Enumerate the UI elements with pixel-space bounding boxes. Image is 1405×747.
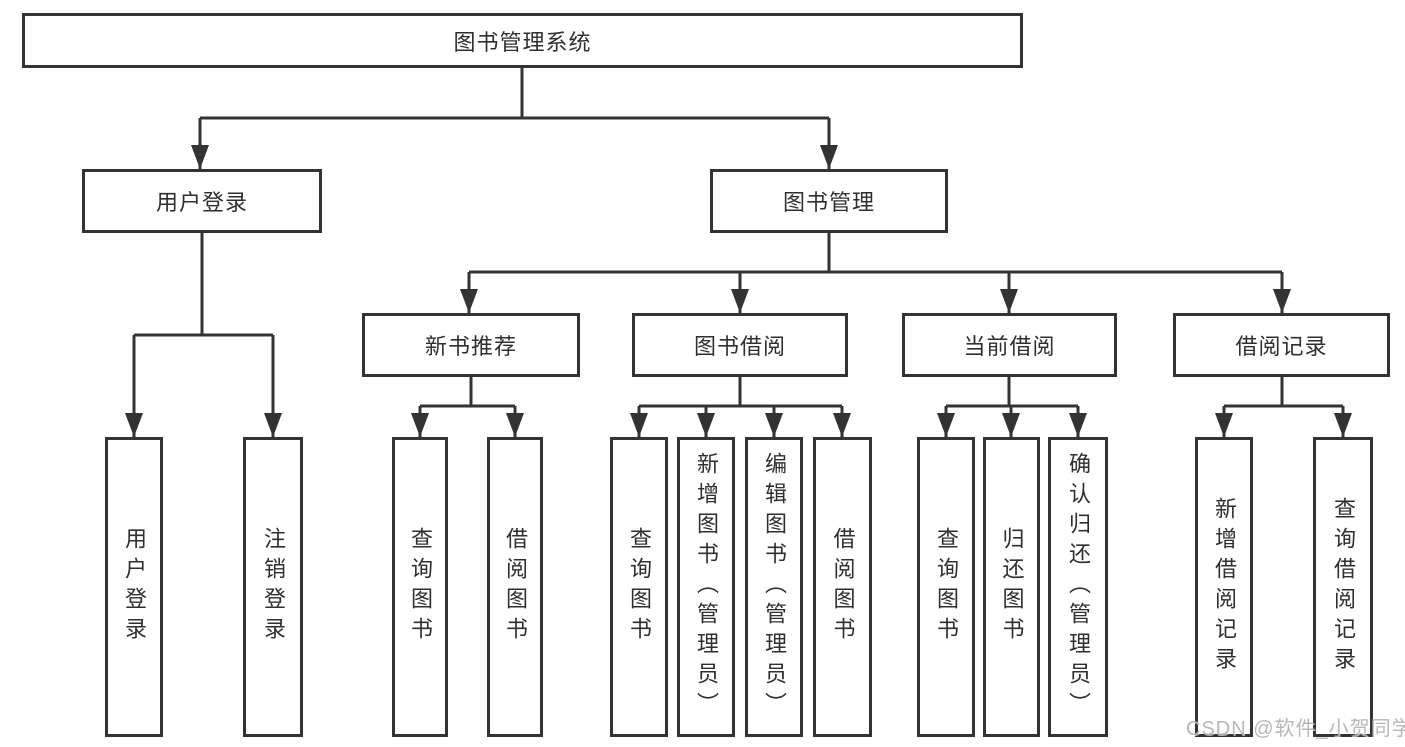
watermark-text: CSDN @软件_小贺同学 <box>1186 718 1405 740</box>
leaf-borrow-books-borrowing-label: 借阅图书 <box>830 527 856 647</box>
leaf-add-borrowing-record: 新增借阅记录 <box>1195 437 1253 737</box>
node-borrowing-records-label: 借阅记录 <box>1235 334 1328 359</box>
node-book-management: 图书管理 <box>710 169 948 233</box>
leaf-query-books-borrowing: 查询图书 <box>610 437 668 737</box>
leaf-query-borrowing-record-label: 查询借阅记录 <box>1331 497 1356 677</box>
node-book-borrowing: 图书借阅 <box>632 313 848 377</box>
leaf-add-borrowing-record-label: 新增借阅记录 <box>1212 497 1237 677</box>
leaf-borrow-books-recommend: 借阅图书 <box>487 437 543 737</box>
leaf-query-books-borrowing-label: 查询图书 <box>627 527 652 647</box>
leaf-borrow-books-borrowing: 借阅图书 <box>813 437 872 737</box>
node-current-borrowing: 当前借阅 <box>902 313 1117 377</box>
node-root-system: 图书管理系统 <box>22 13 1023 68</box>
leaf-return-books-label: 归还图书 <box>999 527 1025 647</box>
node-new-book-recommend-label: 新书推荐 <box>424 334 517 359</box>
leaf-query-books-recommend-label: 查询图书 <box>408 527 433 647</box>
node-book-management-label: 图书管理 <box>782 190 875 215</box>
node-new-book-recommend: 新书推荐 <box>362 313 580 377</box>
leaf-query-borrowing-record: 查询借阅记录 <box>1313 437 1373 737</box>
leaf-edit-books-admin: 编辑图书（管理员） <box>745 437 803 737</box>
leaf-logout: 注销登录 <box>243 437 303 737</box>
leaf-add-books-admin: 新增图书（管理员） <box>677 437 735 737</box>
leaf-return-books: 归还图书 <box>983 437 1040 737</box>
leaf-confirm-return-admin: 确认归还（管理员） <box>1048 437 1108 737</box>
node-user-login: 用户登录 <box>82 169 322 233</box>
node-root-label: 图书管理系统 <box>453 29 592 55</box>
node-user-login-label: 用户登录 <box>155 190 248 215</box>
leaf-user-login-label: 用户登录 <box>122 527 147 647</box>
node-current-borrowing-label: 当前借阅 <box>963 334 1056 359</box>
leaf-query-books-current-label: 查询图书 <box>934 527 959 647</box>
node-book-borrowing-label: 图书借阅 <box>693 334 786 359</box>
leaf-confirm-return-admin-label: 确认归还（管理员） <box>1066 452 1091 722</box>
leaf-query-books-current: 查询图书 <box>917 437 975 737</box>
leaf-query-books-recommend: 查询图书 <box>392 437 448 737</box>
leaf-add-books-admin-label: 新增图书（管理员） <box>694 452 719 722</box>
leaf-borrow-books-recommend-label: 借阅图书 <box>503 527 528 647</box>
leaf-logout-label: 注销登录 <box>261 527 286 647</box>
leaf-edit-books-admin-label: 编辑图书（管理员） <box>762 452 787 722</box>
node-borrowing-records: 借阅记录 <box>1173 313 1390 377</box>
leaf-user-login: 用户登录 <box>105 437 163 737</box>
